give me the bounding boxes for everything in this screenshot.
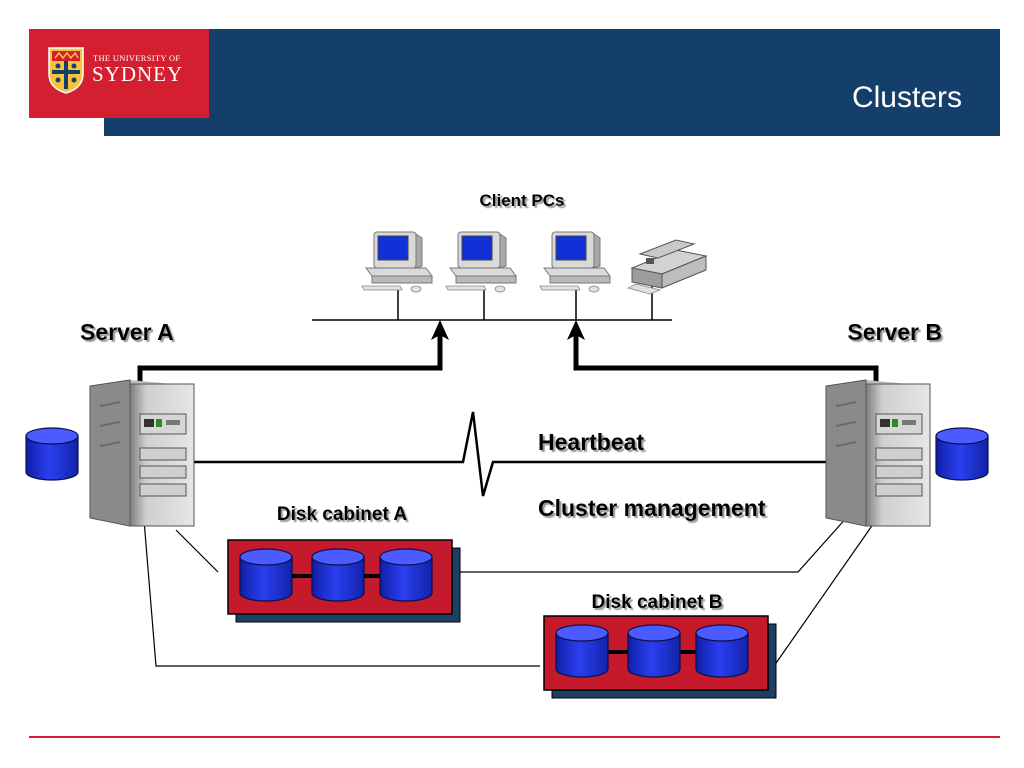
arrow-up-left [431,320,449,340]
disk-cabinet-b-label: Disk cabinet B [592,592,723,613]
server-b-tower [825,379,931,527]
cabinet-a-disk-1 [239,548,293,602]
client-pc-2 [445,231,517,293]
server-a-local-disk [25,427,79,481]
client-pcs-label: Client PCs [479,191,564,210]
cabinet-b-disk-3 [695,624,749,678]
cabinet-b-disk-2 [627,624,681,678]
page-title: Clusters [851,81,962,114]
heartbeat-label: Heartbeat [538,429,644,455]
client-pc-3 [539,231,611,293]
cabinet-b-disk-1 [555,624,609,678]
server-a-tower [89,379,195,527]
cluster-management-label: Cluster management [538,495,766,521]
header-bar: Clusters [104,29,1000,136]
cabinet-a-disk-3 [379,548,433,602]
server-b-label: Server B [847,319,942,345]
disk-cabinet-b [543,615,777,699]
client-pc-1 [361,231,433,293]
cabinet-a-disk-2 [311,548,365,602]
crest-icon [48,47,84,94]
connection-lines [137,286,879,667]
university-logo: THE UNIVERSITY OF SYDNEY [29,29,209,118]
printer-icon [626,239,708,295]
server-a-label: Server A [80,319,174,345]
arrow-up-right [567,320,585,340]
footer-divider [29,736,1000,738]
server-b-local-disk [935,427,989,481]
logo-text-large: SYDNEY [92,62,184,86]
logo-text-small: THE UNIVERSITY OF [93,53,181,63]
disk-cabinet-a-label: Disk cabinet A [277,504,408,525]
disk-cabinet-a [227,539,461,623]
